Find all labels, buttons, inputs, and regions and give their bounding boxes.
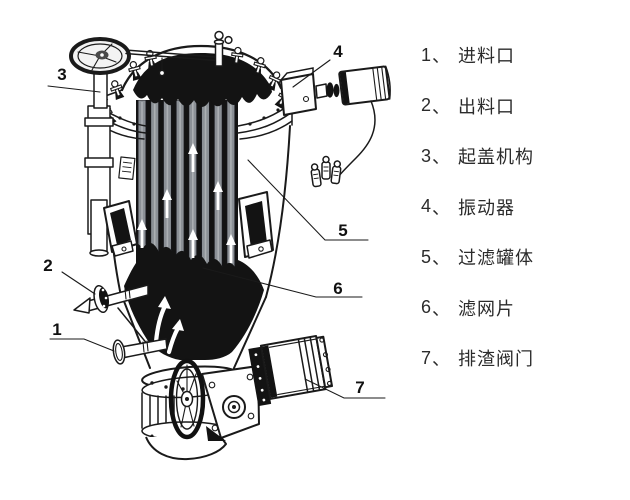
callout-4: 4 (333, 42, 343, 61)
lift-arm (125, 49, 217, 77)
flow-arrows-cone (153, 296, 184, 355)
support-lug-right (238, 191, 274, 259)
legend-item-2: 2、出料口 (421, 81, 621, 132)
cone-right-edge (233, 296, 267, 369)
callout-2: 2 (43, 256, 52, 275)
support-lugs (103, 191, 274, 259)
legend-label: 过滤罐体 (458, 248, 535, 269)
legend-separator: 、 (432, 147, 452, 168)
legend-label: 进料口 (458, 46, 516, 67)
bottom-skirt (145, 436, 227, 461)
legend-label: 起盖机构 (458, 147, 535, 168)
outlet-arrow-tip (73, 297, 91, 314)
legend-num: 5 (421, 246, 433, 267)
vibrator-motor (338, 65, 391, 106)
legend-separator: 、 (432, 197, 452, 218)
outlet-pipe (73, 284, 149, 346)
vibrator (280, 65, 391, 188)
leader-1 (49, 338, 115, 352)
inlet-flange (112, 339, 126, 365)
leader-3 (47, 85, 101, 93)
wall-right (265, 125, 291, 298)
leader-5 (247, 159, 369, 241)
legend-num: 1 (421, 44, 433, 65)
callout-6: 6 (333, 279, 342, 298)
legend-separator: 、 (432, 46, 452, 67)
legend-item-4: 4、振动器 (421, 182, 621, 233)
wheel-stem (93, 69, 108, 109)
legend-item-6: 6、滤网片 (421, 283, 621, 334)
pipe-strut (117, 307, 149, 346)
lid-opening-shadow (133, 53, 272, 107)
legend-item-3: 3、起盖机构 (421, 131, 621, 182)
legend-item-7: 7、排渣阀门 (421, 333, 621, 384)
leader-7 (304, 378, 386, 399)
legend-label: 出料口 (458, 96, 516, 117)
lift-handwheel (69, 37, 131, 75)
callouts: 1 2 3 4 5 6 7 (43, 42, 386, 399)
vibrator-coupling (326, 82, 334, 98)
support-lug-left (103, 200, 138, 257)
callout-3: 3 (57, 65, 66, 84)
inlet-pipe (112, 338, 168, 365)
legend: 1、进料口 2、出料口 3、起盖机构 4、振动器 5、过滤罐体 6、滤网片 7、… (421, 30, 621, 384)
discharge-actuator (248, 335, 334, 407)
legend-separator: 、 (432, 96, 452, 117)
legend-num: 2 (421, 95, 433, 116)
lid-lift-mechanism (69, 30, 233, 257)
legend-label: 排渣阀门 (458, 349, 535, 370)
column-clamp (84, 117, 114, 127)
nameplate (118, 156, 136, 180)
leader-6 (202, 267, 363, 298)
callout-1: 1 (52, 320, 61, 339)
legend-separator: 、 (432, 248, 452, 269)
vibrator-shaft (315, 83, 328, 99)
callout-5: 5 (338, 221, 347, 240)
vibrator-bracket (280, 73, 317, 116)
valve-gear-plate (201, 365, 260, 441)
callout-7: 7 (355, 378, 364, 397)
valve-handwheel (168, 358, 206, 440)
leader-2 (61, 271, 96, 295)
discharge-assembly (141, 335, 334, 461)
legend-label: 滤网片 (458, 298, 516, 319)
legend-item-1: 1、进料口 (421, 30, 621, 81)
legend-label: 振动器 (458, 197, 516, 218)
vessel-interior (124, 100, 264, 360)
legend-separator: 、 (432, 298, 452, 319)
legend-separator: 、 (432, 349, 452, 370)
legend-num: 6 (421, 297, 433, 318)
legend-num: 3 (421, 145, 433, 166)
cable-fittings (310, 155, 342, 188)
vibrator-cable (337, 100, 376, 178)
leader-4 (292, 59, 331, 88)
column-clamp (84, 157, 114, 168)
legend-num: 7 (421, 347, 433, 368)
legend-item-5: 5、过滤罐体 (421, 232, 621, 283)
legend-num: 4 (421, 196, 433, 217)
lift-pivot-post (213, 30, 233, 67)
